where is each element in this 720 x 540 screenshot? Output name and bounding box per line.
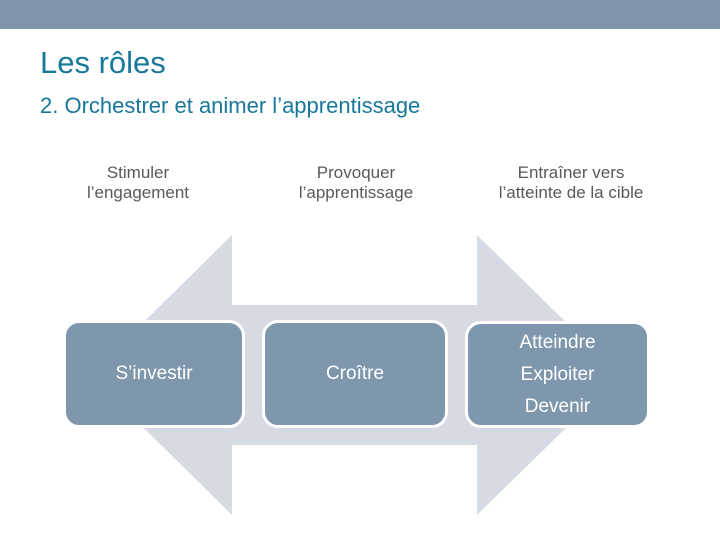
- slide-title: Les rôles: [40, 45, 166, 80]
- top-accent-bar: [0, 0, 720, 29]
- column-header-stimuler: Stimuler l’engagement: [28, 163, 248, 203]
- slide-subtitle: 2. Orchestrer et animer l’apprentissage: [40, 93, 421, 118]
- column-header-line: Provoquer: [316, 163, 396, 182]
- stage-box-label: Devenir: [524, 395, 591, 417]
- column-header-line: l’engagement: [86, 183, 190, 202]
- stage-box-label: Croître: [325, 363, 385, 384]
- stage-box-label: Exploiter: [520, 363, 595, 385]
- column-header-line: Entraîner vers: [517, 163, 625, 182]
- column-header-line: Stimuler: [106, 163, 170, 182]
- column-header-entrainer: Entraîner vers l’atteinte de la cible: [461, 163, 681, 203]
- column-header-line: l’apprentissage: [298, 183, 414, 202]
- stage-box-atteindre: Atteindre Exploiter Devenir: [465, 321, 650, 428]
- stage-box-label: S’investir: [115, 363, 193, 384]
- stage-box-sinvestir: S’investir: [63, 320, 245, 428]
- column-header-line: l’atteinte de la cible: [498, 183, 644, 202]
- column-header-provoquer: Provoquer l’apprentissage: [246, 163, 466, 203]
- stage-box-label: Atteindre: [519, 331, 596, 353]
- stage-box-croitre: Croître: [262, 320, 448, 428]
